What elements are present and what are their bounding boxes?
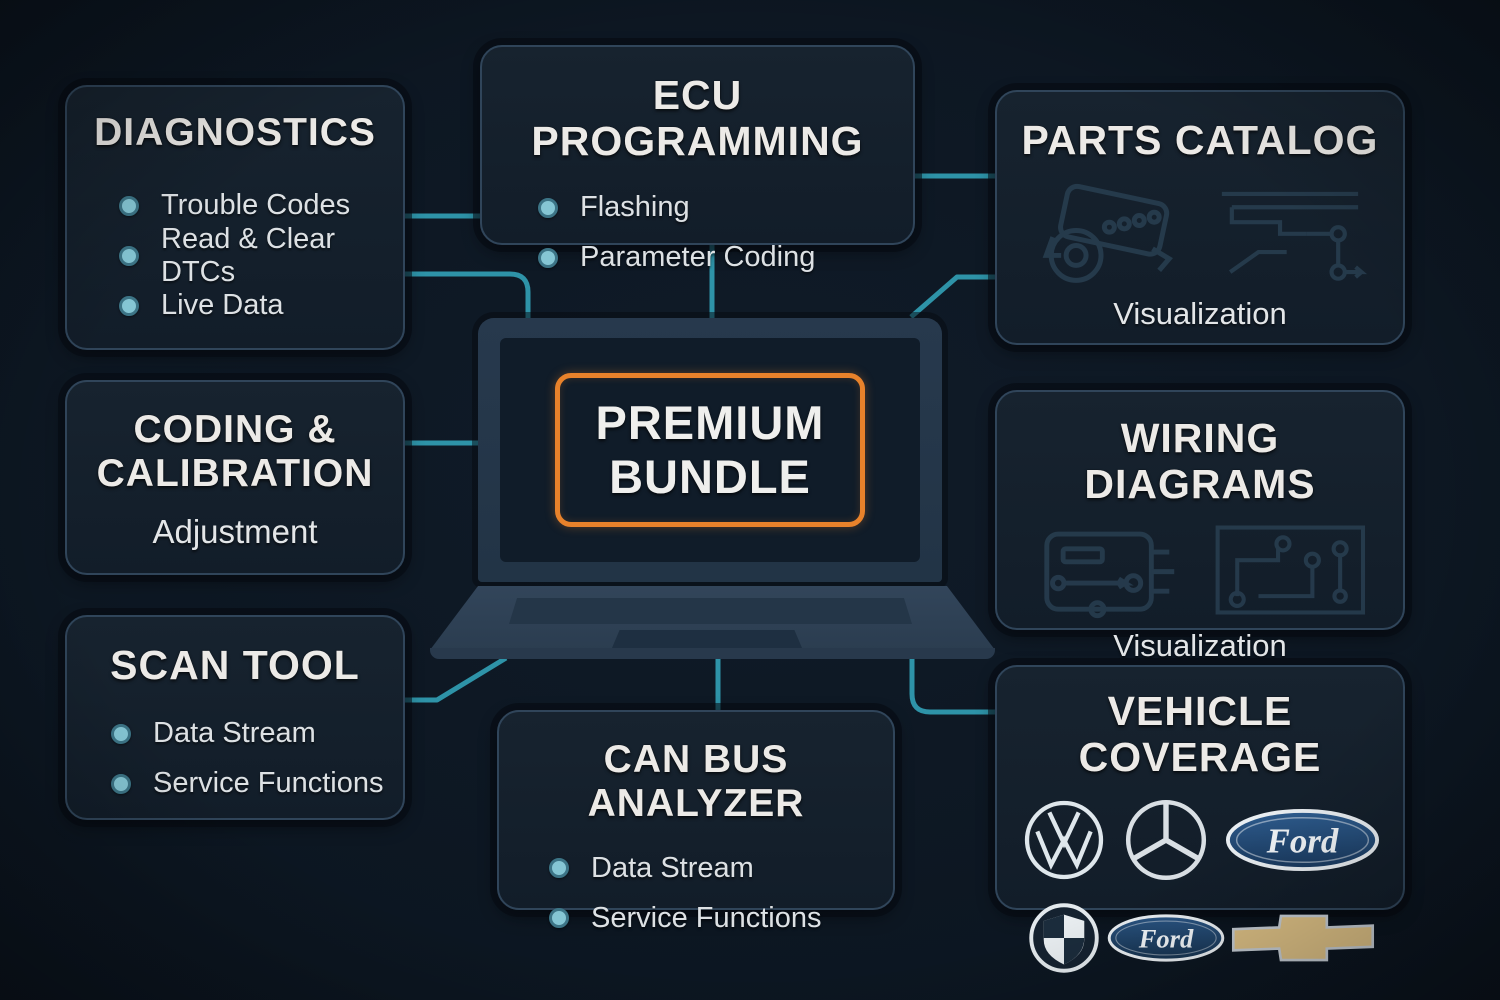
bullet-dot-icon bbox=[538, 197, 558, 218]
bullet-dot-icon bbox=[549, 908, 569, 929]
bullet-label: Read & Clear DTCs bbox=[161, 222, 336, 288]
ford-wordmark: Ford bbox=[1266, 821, 1339, 860]
bullet-dot-icon bbox=[119, 195, 139, 216]
parts-catalog-title: PARTS CATALOG bbox=[1021, 117, 1379, 163]
mercedes-benz-logo bbox=[1125, 799, 1207, 880]
laptop-screen: PREMIUM BUNDLE bbox=[478, 318, 942, 582]
bullet-label: Data Stream bbox=[591, 851, 754, 884]
panel-ecu-programming: ECU PROGRAMMING Flashing Parameter Codin… bbox=[480, 45, 915, 273]
list-item: Read & Clear DTCs bbox=[119, 223, 383, 288]
laptop-display: PREMIUM BUNDLE bbox=[500, 338, 920, 562]
connector-scantool-laptop bbox=[405, 655, 508, 703]
exploded-view-icon bbox=[1221, 191, 1367, 281]
ecu-module-icon bbox=[1044, 531, 1175, 618]
panel-parts-catalog: PARTS CATALOG Visualization bbox=[995, 90, 1405, 345]
diagnostics-title: DIAGNOSTICS bbox=[94, 111, 376, 154]
bullet-dot-icon bbox=[111, 773, 131, 794]
panel-can-bus-analyzer: CAN BUS ANALYZER Data Stream Service Fun… bbox=[497, 710, 895, 934]
bullet-label: Live Data bbox=[161, 289, 284, 322]
vehicle-coverage-title: VEHICLE COVERAGE bbox=[1078, 688, 1322, 780]
can-bus-analyzer-title: CAN BUS ANALYZER bbox=[587, 738, 805, 825]
panel-vehicle-coverage: VEHICLE COVERAGE bbox=[995, 665, 1405, 973]
list-item: Data Stream bbox=[549, 843, 877, 893]
list-item: Data Stream bbox=[111, 709, 387, 759]
bullet-label: Trouble Codes bbox=[161, 189, 351, 222]
ford-small-logo: Ford bbox=[1107, 914, 1225, 962]
circuit-trace-icon bbox=[1215, 525, 1366, 615]
list-item: Trouble Codes bbox=[119, 181, 383, 231]
panel-coding-calibration: CODING & CALIBRATION Adjustment bbox=[65, 380, 405, 575]
bullet-dot-icon bbox=[549, 858, 569, 879]
ecu-programming-title: ECU PROGRAMMING bbox=[531, 72, 864, 164]
chevrolet-logo bbox=[1231, 914, 1374, 962]
bullet-dot-icon bbox=[538, 247, 558, 268]
ford-wordmark: Ford bbox=[1138, 923, 1194, 953]
wiring-diagrams-title: WIRING DIAGRAMS bbox=[1084, 415, 1316, 507]
list-item: Service Functions bbox=[111, 759, 387, 809]
list-item: Live Data bbox=[119, 281, 383, 331]
connector-diagnostics-laptop bbox=[405, 271, 531, 318]
coding-title-line1: CODING & bbox=[133, 408, 337, 451]
bullet-label: Service Functions bbox=[591, 901, 822, 934]
scan-tool-title: SCAN TOOL bbox=[110, 642, 360, 688]
list-item: Flashing bbox=[538, 183, 893, 233]
bullet-label: Service Functions bbox=[153, 767, 384, 800]
panel-wiring-diagrams: WIRING DIAGRAMS Visuali bbox=[995, 390, 1405, 663]
premium-bundle-line1: PREMIUM bbox=[595, 395, 825, 449]
coding-calibration-title: CODING & CALIBRATION bbox=[83, 408, 387, 495]
volkswagen-logo bbox=[1024, 800, 1104, 879]
list-item: Service Functions bbox=[549, 893, 877, 943]
ford-logo: Ford bbox=[1225, 808, 1380, 871]
engine-outline-icon bbox=[1042, 183, 1173, 283]
wiring-diagrams-caption: Visualization bbox=[1113, 627, 1287, 663]
connector-laptop-vehicle bbox=[909, 656, 995, 715]
premium-bundle-badge: PREMIUM BUNDLE bbox=[554, 372, 866, 528]
quartered-shield-logo bbox=[1029, 903, 1099, 973]
bullet-label: Flashing bbox=[580, 191, 690, 224]
premium-bundle-line2: BUNDLE bbox=[609, 450, 811, 503]
parts-catalog-caption: Visualization bbox=[1113, 295, 1287, 331]
laptop-keyboard bbox=[509, 598, 912, 624]
panel-diagnostics: DIAGNOSTICS Trouble Codes Read & Clear D… bbox=[65, 85, 405, 350]
bullet-label: Data Stream bbox=[153, 717, 316, 750]
coding-title-line2: CALIBRATION bbox=[96, 451, 374, 495]
bullet-dot-icon bbox=[119, 245, 139, 266]
laptop-trackpad bbox=[612, 630, 802, 648]
bullet-dot-icon bbox=[119, 295, 139, 316]
coding-calibration-caption: Adjustment bbox=[152, 513, 318, 551]
laptop-base-edge bbox=[430, 648, 995, 659]
bullet-label: Parameter Coding bbox=[580, 241, 816, 274]
panel-scan-tool: SCAN TOOL Data Stream Service Functions bbox=[65, 615, 405, 820]
bullet-dot-icon bbox=[111, 723, 131, 744]
list-item: Parameter Coding bbox=[538, 233, 893, 283]
connector-laptop-parts bbox=[909, 274, 995, 319]
